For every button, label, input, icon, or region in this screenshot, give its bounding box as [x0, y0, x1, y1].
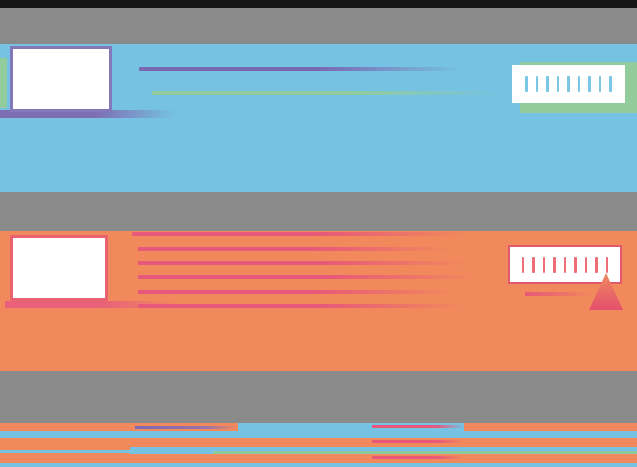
footer-stripe-row — [0, 463, 637, 467]
header-redacted-block — [0, 8, 637, 44]
footer-stripe-row — [0, 431, 637, 438]
footer-accent-segment — [372, 456, 464, 459]
footer-accent-segment — [372, 440, 464, 443]
footer-redacted-block — [0, 371, 637, 423]
barcode-tick — [598, 76, 602, 92]
barcode-tick — [542, 256, 546, 273]
redacted-text-line — [139, 67, 461, 71]
top-nav-bar — [0, 0, 637, 10]
barcode-shadow — [525, 292, 593, 296]
barcode-tick — [521, 256, 525, 273]
divider-redacted-block — [0, 192, 637, 231]
barcode-tick — [588, 76, 591, 92]
redacted-text-line — [138, 290, 454, 294]
barcode-tick — [553, 256, 556, 273]
redacted-text-line — [138, 247, 450, 251]
barcode-tick — [584, 256, 588, 273]
barcode-tick — [609, 76, 612, 92]
green-accent-shape — [0, 58, 7, 108]
footer-stripe-segment — [0, 450, 137, 453]
barcode-tick — [532, 256, 535, 273]
logo-card — [10, 235, 108, 301]
barcode-tick — [567, 76, 570, 92]
barcode-tick — [546, 76, 549, 92]
barcode-tick — [563, 256, 567, 273]
barcode-tick — [577, 76, 581, 92]
footer-accent-segment — [135, 426, 237, 429]
barcode-tick — [535, 76, 539, 92]
footer-accent-segment — [213, 451, 637, 454]
logo-card — [10, 46, 112, 112]
pointer-cursor-icon — [589, 273, 623, 310]
footer-stripes — [0, 423, 637, 467]
card-shadow — [0, 110, 175, 118]
barcode-tick — [605, 256, 609, 273]
footer-stripe-row — [130, 447, 637, 454]
redacted-text-line — [132, 232, 466, 236]
barcode-tick — [595, 256, 598, 273]
redacted-text-line — [152, 91, 504, 95]
card-shadow — [5, 301, 177, 308]
coupon-banner-blue — [0, 44, 637, 192]
barcode-tick — [556, 76, 560, 92]
barcode-tick — [525, 76, 528, 92]
barcode-button[interactable] — [512, 65, 625, 103]
redacted-text-line — [138, 304, 464, 308]
redacted-text-line — [138, 275, 478, 279]
coupon-banner-orange — [0, 231, 637, 371]
redacted-text-line — [138, 261, 468, 265]
footer-accent-segment — [372, 425, 464, 428]
barcode-tick — [574, 256, 577, 273]
barcode-button[interactable] — [508, 245, 622, 284]
